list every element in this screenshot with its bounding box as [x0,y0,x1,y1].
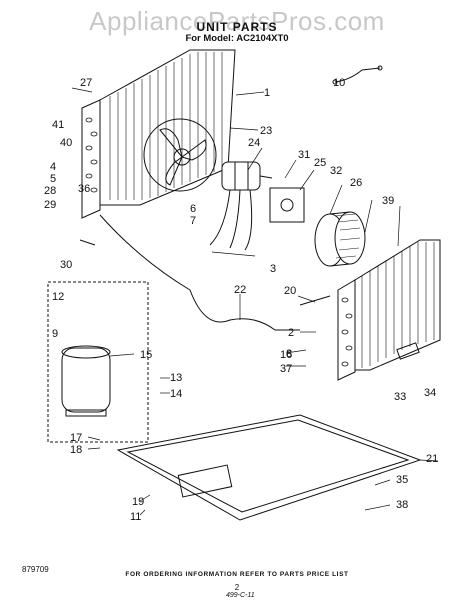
callout-11: 11 [130,511,141,523]
wire-harness [334,67,381,83]
callout-24: 24 [248,137,260,149]
callout-19: 19 [132,496,144,508]
callout-23-top: 23 [260,125,272,137]
callout-16: 16 [280,349,292,361]
callout-32: 32 [330,165,342,177]
condenser-coil [81,49,236,219]
callout-28: 28 [44,185,56,197]
callout-14: 14 [170,388,182,400]
fan-motor [209,161,273,251]
callout-33: 33 [394,391,406,403]
callout-6: 6 [190,203,196,215]
refrigerant-tubing [99,214,300,331]
compressor [61,345,111,417]
callout-37: 37 [280,363,292,375]
footer-ordering-note: FOR ORDERING INFORMATION REFER TO PARTS … [125,571,349,578]
callout-1: 1 [264,87,270,99]
retainer [299,295,331,306]
footer-page-number: 2 [234,583,240,592]
callout-27: 27 [80,77,92,89]
callout-7: 7 [190,215,196,227]
callout-34: 34 [424,387,436,399]
callout-30: 30 [60,259,72,271]
callout-12: 12 [52,291,64,303]
callout-17: 17 [70,432,82,444]
callout-9: 9 [52,328,58,340]
callout-8: 8 [286,348,292,360]
blower-wheel [314,211,366,267]
callout-36: 36 [78,183,90,195]
callout-38: 38 [396,499,408,511]
callout-41: 41 [52,119,64,131]
callout-labels: 1 2 3 4 5 6 7 8 9 10 11 12 13 14 15 16 1… [44,77,438,523]
callout-2: 2 [288,327,294,339]
callout-15: 15 [140,349,152,361]
callout-39: 39 [382,195,394,207]
condenser-fan-blade [143,118,217,192]
callout-5: 5 [50,173,56,185]
callout-18: 18 [70,444,82,456]
compressor-group-box [47,281,149,443]
evaporator-coil [337,239,441,381]
mount-hole [280,198,294,212]
base-pan [116,414,422,521]
watermark: AppliancePartsPros.com [89,6,385,36]
callout-29: 29 [44,199,56,211]
bracket [79,239,96,246]
callout-13: 13 [170,372,182,384]
callout-26: 26 [350,177,362,189]
model-number: For Model: AC2104XT0 [185,33,289,44]
drain-plug [396,342,420,360]
callout-3: 3 [270,263,276,275]
callout-40: 40 [60,137,72,149]
callout-4: 4 [50,161,56,173]
footer-handwritten-code: 499-C-11 [226,592,255,599]
callout-22: 22 [234,284,246,296]
callout-35: 35 [396,474,408,486]
callout-10: 10 [333,77,345,89]
callout-21: 21 [426,453,438,465]
footer-part-code: 879709 [22,565,49,574]
callout-20: 20 [284,285,296,297]
motor-mount [269,187,305,223]
callout-31: 31 [298,149,310,161]
callout-25: 25 [314,157,326,169]
diagram-title: UNIT PARTS [196,20,278,34]
